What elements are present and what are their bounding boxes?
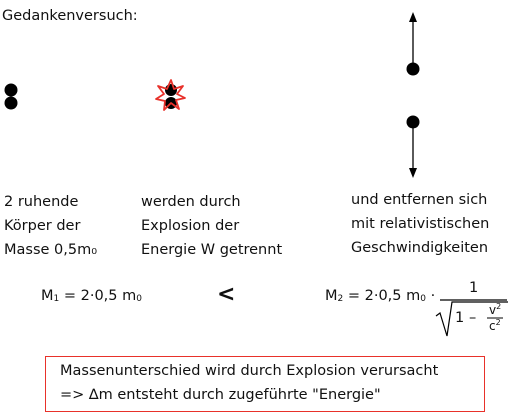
conclusion-box: Massenunterschied wird durch Explosion v… [45, 356, 485, 412]
light-speed-exponent: 2 [495, 318, 501, 327]
conclusion-line-1: Massenunterschied wird durch Explosion v… [60, 363, 439, 379]
m2-rhs: = 2·0,5 m [347, 288, 421, 304]
velocity-exponent: 2 [496, 302, 502, 311]
column-2-line: werden durch [141, 194, 241, 210]
light-speed-letter: c [489, 319, 496, 333]
m2-rhs-subscript: 0 [420, 294, 426, 304]
sqrt-sign [435, 301, 508, 337]
column-3-line: und entfernen sich [351, 192, 488, 208]
velocity-letter: v [489, 303, 497, 317]
less-than-sign: < [217, 282, 236, 307]
sqrt-minus: – [469, 310, 477, 326]
m2-subscript: 2 [337, 294, 344, 304]
arrow-up-icon [409, 12, 417, 22]
multiply-dot: · [430, 288, 436, 304]
description-column-1: 2 ruhende Körper der Masse 0,5m₀ [4, 190, 97, 262]
moving-body-top [406, 62, 420, 76]
column-1-line: 2 ruhende [4, 194, 79, 210]
formula-m1: M1 = 2·0,5 m0 [41, 288, 142, 304]
description-column-3: und entfernen sich mit relativistischen … [351, 188, 489, 260]
resting-body-top [4, 83, 18, 97]
explosion-star-icon [155, 79, 186, 111]
column-2-line: Explosion der [141, 218, 240, 234]
light-speed-c: c2 [489, 318, 501, 333]
column-1-line: Körper der [4, 218, 81, 234]
m2-symbol: M [325, 288, 338, 304]
column-2-line: Energie W getrennt [141, 242, 283, 258]
heading: Gedankenversuch: [2, 8, 138, 24]
lower-moving-body [406, 115, 420, 178]
moving-body-bottom [406, 115, 420, 129]
fraction-numerator: 1 [469, 280, 479, 296]
m1-rhs-subscript: 0 [136, 294, 142, 304]
arrow-down-icon [409, 168, 417, 178]
column-3-line: mit relativistischen [351, 216, 490, 232]
m1-symbol: M [41, 288, 54, 304]
conclusion-line-2: => ∆m entsteht durch zugeführte "Energie… [60, 387, 381, 403]
formula-m2: M2 = 2·0,5 m0 · [325, 288, 435, 304]
explosion-group [155, 79, 186, 111]
m1-rhs: = 2·0,5 m [63, 288, 137, 304]
sqrt-one: 1 [455, 310, 465, 326]
resting-body-bottom [4, 96, 18, 110]
upper-moving-body [406, 12, 420, 76]
description-column-2: werden durch Explosion der Energie W get… [141, 190, 282, 262]
column-3-line: Geschwindigkeiten [351, 240, 489, 256]
exploding-body-top [165, 84, 177, 96]
column-1-line: Masse 0,5m₀ [4, 242, 98, 258]
m1-subscript: 1 [53, 294, 60, 304]
velocity-v: v2 [489, 302, 501, 317]
